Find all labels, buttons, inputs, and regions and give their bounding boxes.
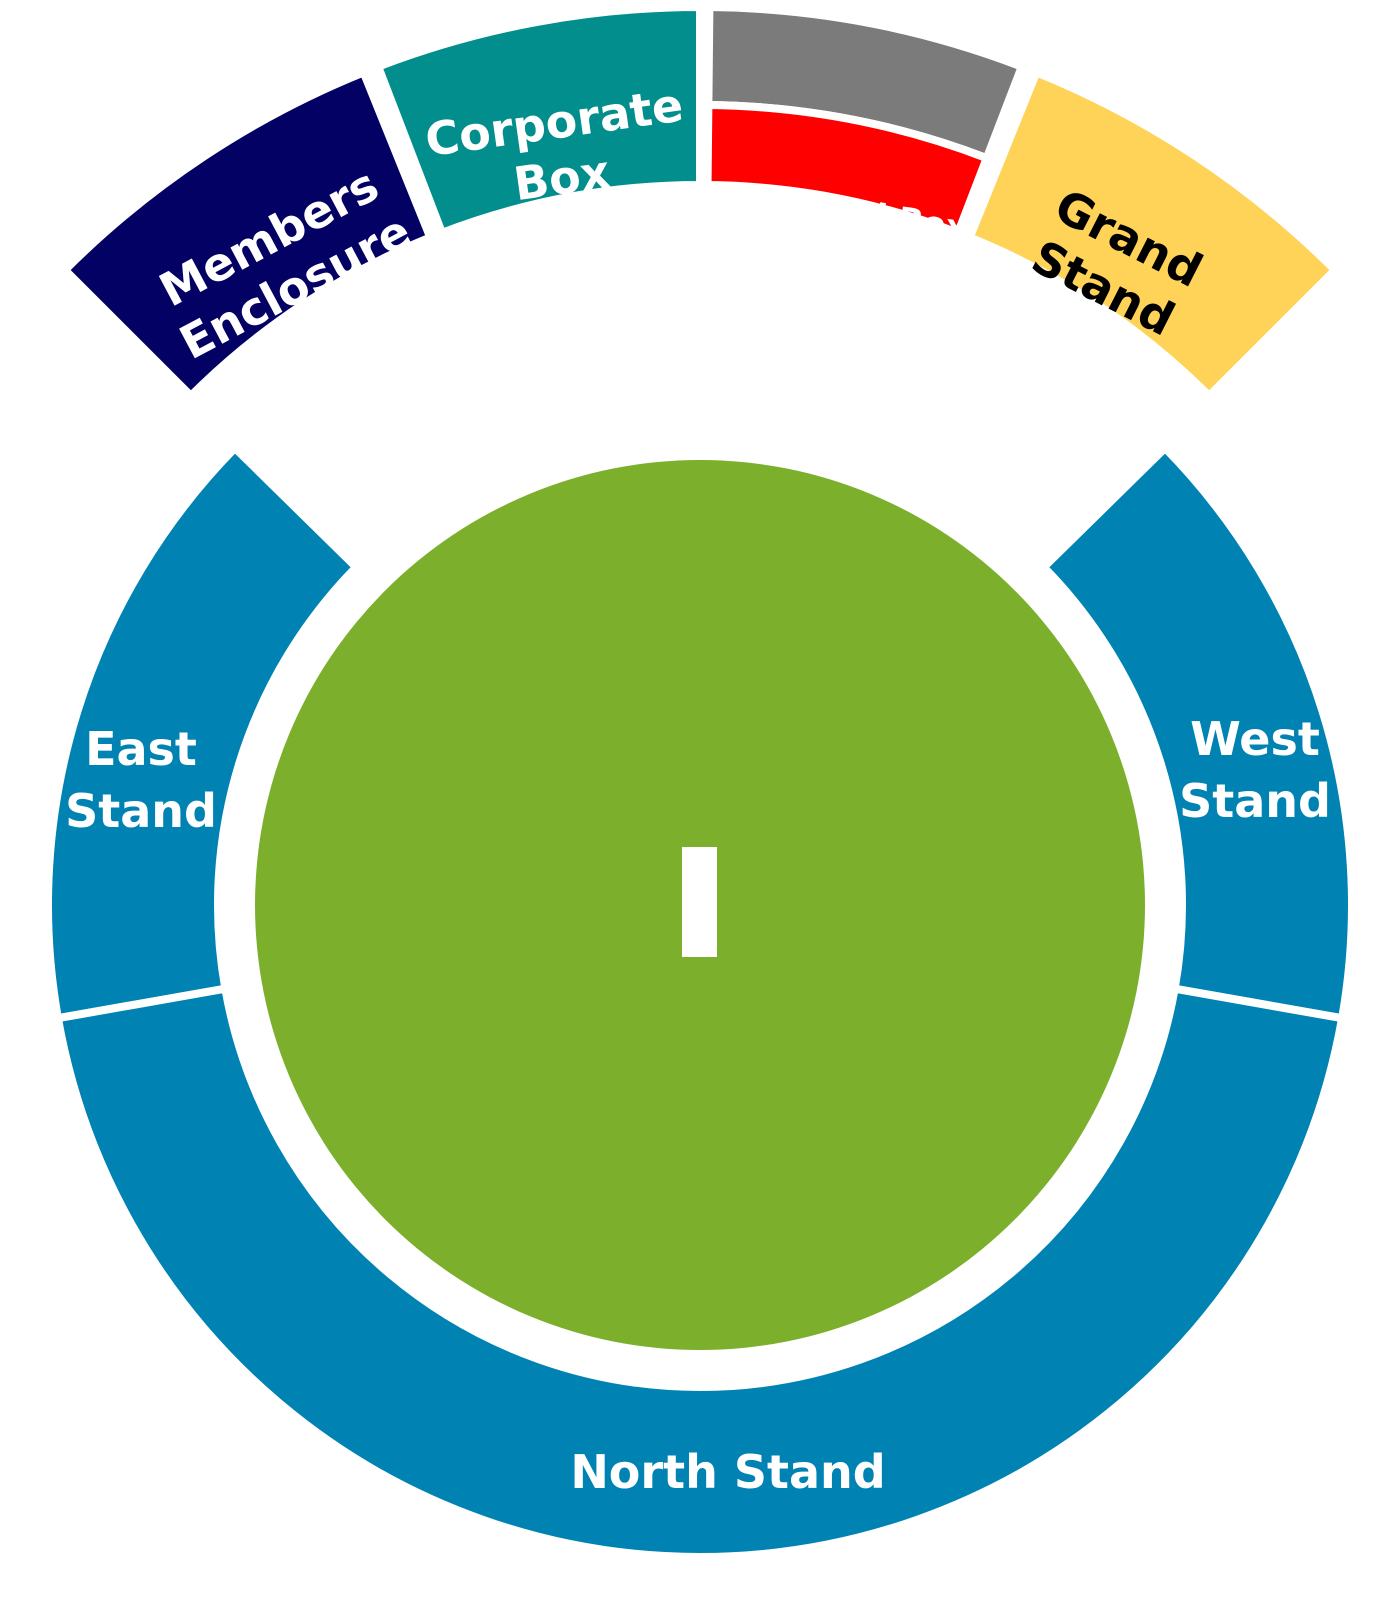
section-north-stand[interactable] xyxy=(53,984,1347,1561)
section-diamond-box[interactable] xyxy=(703,101,992,238)
section-corporate-box[interactable] xyxy=(373,2,704,238)
section-members-enclosure[interactable] xyxy=(59,67,436,402)
sections-layer xyxy=(44,2,1356,1561)
cricket-pitch xyxy=(682,847,717,957)
section-east-stand[interactable] xyxy=(44,442,362,1023)
section-grand-stand[interactable] xyxy=(964,67,1341,402)
